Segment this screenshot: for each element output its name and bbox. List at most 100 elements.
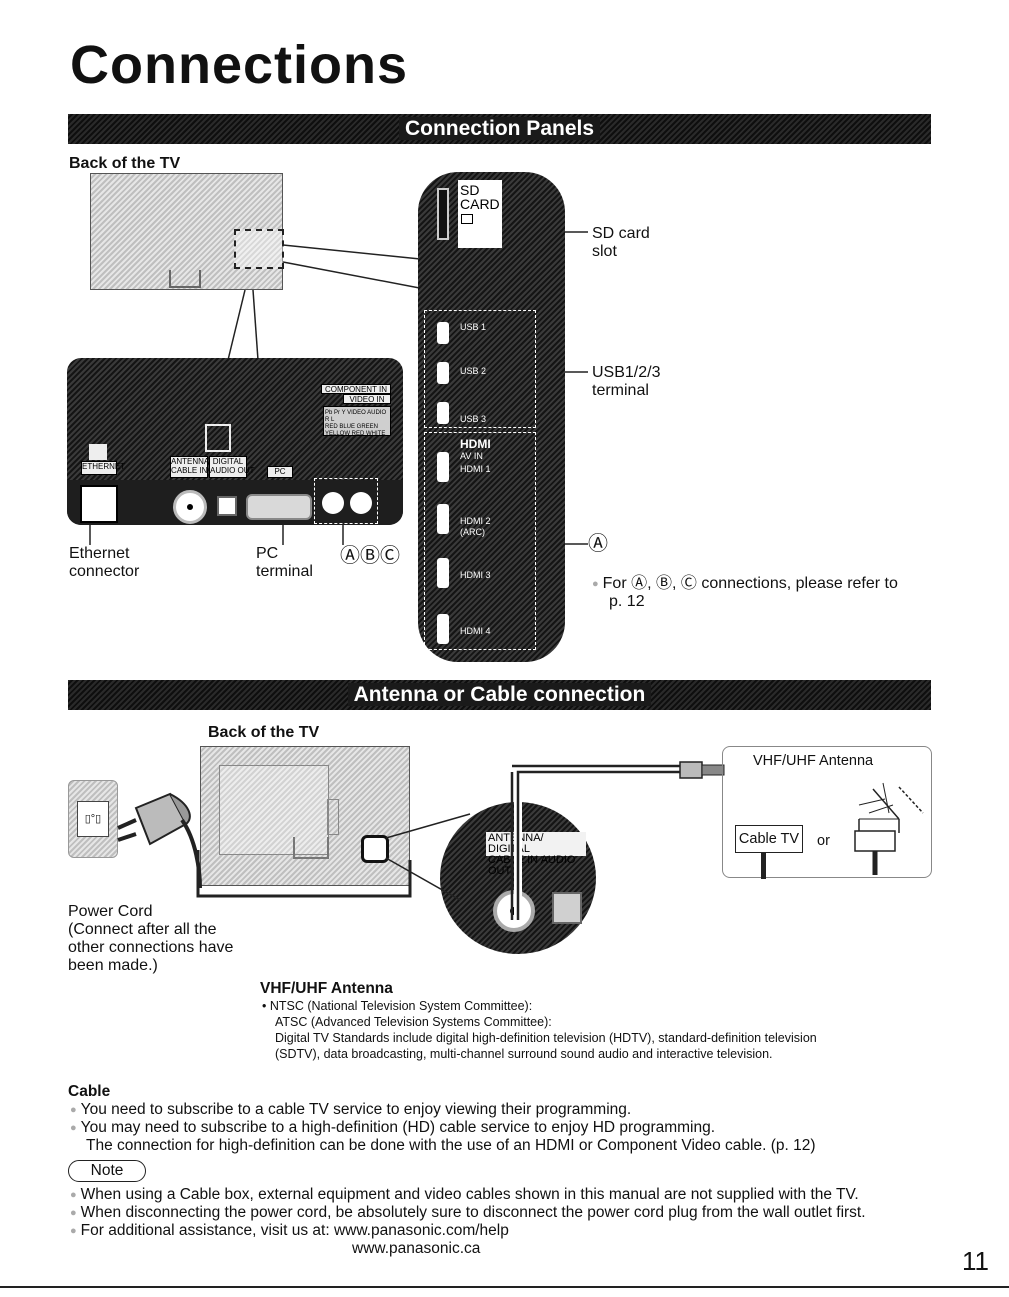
cable-continuation: The connection for high-definition can b… [86,1137,816,1154]
av-in-label: AV IN [460,451,483,461]
vhf-item-2: ATSC (Advanced Television Systems Commit… [275,1015,552,1029]
vhf-item-1: • NTSC (National Television System Commi… [262,999,533,1013]
network-icon [89,444,107,460]
hdmi-port-3 [437,558,449,588]
ethernet-port [80,485,118,523]
rear-optical-port [205,424,231,452]
note-item-2: When disconnecting the power cord, be ab… [70,1204,866,1222]
cable-item-2: You may need to subscribe to a high-defi… [70,1119,715,1137]
usb-callout-line1: USB1/2/3 [592,364,661,381]
usb-port-2 [437,362,449,384]
hdmi-port-4 [437,614,449,644]
outlet-socket-icon: ▯°▯ [77,801,109,837]
cable-heading: Cable [68,1083,111,1100]
note-item-3: For additional assistance, visit us at: … [70,1222,509,1240]
rear-component-cols: Pb Pr Y VIDEO AUDIO R L [325,410,387,423]
usb-port-1 [437,322,449,344]
usb-port-3-label: USB 3 [460,414,487,424]
rear-component-block [323,406,391,436]
hdmi-port-1 [437,452,449,482]
bottom-rule [0,1286,1009,1288]
cable-tv-box: Cable TV [735,825,803,853]
pc-label-line2: terminal [256,563,313,580]
power-cord-line2: (Connect after all the [68,921,217,938]
sd-panel-text2: CARD [460,196,500,212]
zoom-digital-jack [552,892,582,924]
power-cord-line4: been made.) [68,957,158,974]
abc-callout: ⒶⒷⒸ [340,545,400,567]
sd-panel-text1: SD [460,182,480,198]
panel-callout-lines [89,231,588,545]
thumbnail-stand [169,270,201,288]
rear-pc-label: PC [267,466,293,478]
page-title: Connections [70,35,409,95]
banner-title: Antenna or Cable connection [347,683,652,706]
digital-audio-port [217,496,237,516]
component-port-a [322,492,344,514]
callout-a: Ⓐ [588,533,608,555]
sd-card-icon [461,214,473,224]
usb-port-2-label: USB 2 [460,366,487,376]
power-cord-line [196,850,412,898]
ethernet-label-line1: Ethernet [69,545,130,562]
tv-back-thumbnail [90,173,284,290]
hdmi-port-4-label: HDMI 4 [460,626,491,636]
rear-video-label: VIDEO IN [343,394,391,404]
back-of-tv-label: Back of the TV [69,155,181,172]
vhf-heading: VHF/UHF Antenna [260,980,393,997]
power-cord-line3: other connections have [68,939,234,956]
usb-port-3 [437,402,449,424]
hdmi-port-3-label: HDMI 3 [460,570,491,580]
hdmi-logo: HDMI [460,437,491,451]
sd-card-slot [437,188,449,240]
pc-label-line1: PC [256,545,279,562]
cable-item-1: You need to subscribe to a cable TV serv… [70,1101,632,1119]
vhf-antenna-icon [854,782,924,875]
antenna-cable-lines [385,761,725,920]
hdmi-port-2 [437,504,449,534]
hdmi-port-2-arc-label: (ARC) [460,527,485,537]
vhf-item-4: (SDTV), data broadcasting, multi-channel… [275,1047,773,1061]
refer-page: p. 12 [609,593,645,610]
refer-note: For Ⓐ, Ⓑ, Ⓒ connections, please refer to [592,575,898,593]
connection-panels-banner: Connection Panels [68,114,931,144]
antenna-cable-banner: Antenna or Cable connection [68,680,931,710]
abc-ports-highlight [314,478,378,524]
wall-outlet: ▯°▯ [68,780,118,858]
page-number: 11 [962,1246,989,1276]
usb-callout-line2: terminal [592,382,649,399]
usb-port-1-label: USB 1 [460,322,487,332]
tv-antenna-port-highlight [361,835,389,863]
rear-digital-label: DIGITAL AUDIO OUT [209,456,254,478]
note-label: Note [68,1160,146,1182]
hdmi-ports-highlight [424,432,536,650]
hdmi-port-2-label: HDMI 2 [460,516,491,526]
rear-component-colors: RED BLUE GREEN YELLOW RED WHITE [325,424,386,437]
note-url-2: www.panasonic.ca [352,1240,481,1257]
antenna-port [173,490,207,524]
tv-back-large [200,746,410,886]
usb-ports-highlight [424,310,536,428]
power-cord-line1: Power Cord [68,903,153,920]
vhf-box-title: VHF/UHF Antenna [753,753,874,769]
rear-antenna-label: ANTENNA/ CABLE IN [170,456,211,478]
vhf-item-3: Digital TV Standards include digital hig… [275,1031,817,1045]
pc-vga-port [246,494,312,520]
zoom-label-4: AUDIO OUT [488,854,576,877]
rear-component-label: COMPONENT IN [321,384,391,394]
vhf-antenna-box: VHF/UHF Antenna Cable TV or [722,746,932,879]
sd-card-label-box: SD CARD [458,180,502,248]
sd-card-callout-line1: SD card [592,225,650,242]
power-plug-icon [117,792,202,889]
sd-card-callout-line2: slot [592,243,617,260]
or-label: or [817,833,830,849]
hdmi-port-1-label: HDMI 1 [460,464,491,474]
ethernet-label-line2: connector [69,563,140,580]
rear-ethernet-label: ETHERNET [81,461,125,475]
banner-title: Connection Panels [398,117,601,140]
antenna-back-of-tv-label: Back of the TV [208,724,320,741]
thumbnail-port-highlight [234,229,284,269]
component-port-b [350,492,372,514]
zoom-label-3: DIGITAL [488,843,530,855]
note-item-1: When using a Cable box, external equipme… [70,1186,859,1204]
